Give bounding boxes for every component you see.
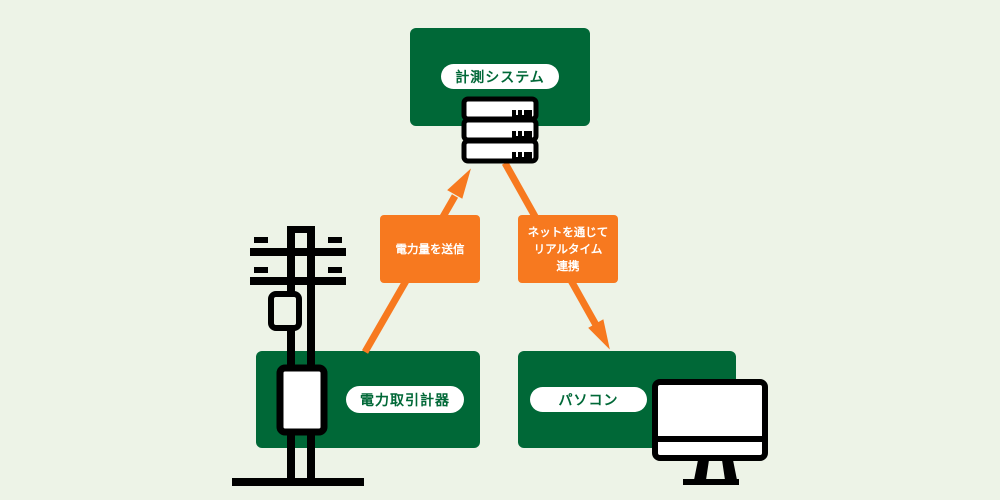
meter-label: 電力取引計器 [346, 386, 464, 413]
edge-label-link: ネットを通じて リアルタイム 連携 [518, 215, 618, 283]
utility-pole-icon [232, 226, 364, 486]
arrowhead-icon [447, 168, 471, 199]
monitor-icon [652, 379, 768, 485]
edge-label-send: 電力量を送信 [380, 215, 480, 283]
system-label: 計測システム [441, 64, 559, 89]
arrowhead-icon [588, 319, 610, 350]
server-icon [461, 96, 539, 164]
pc-label: パソコン [530, 387, 647, 412]
